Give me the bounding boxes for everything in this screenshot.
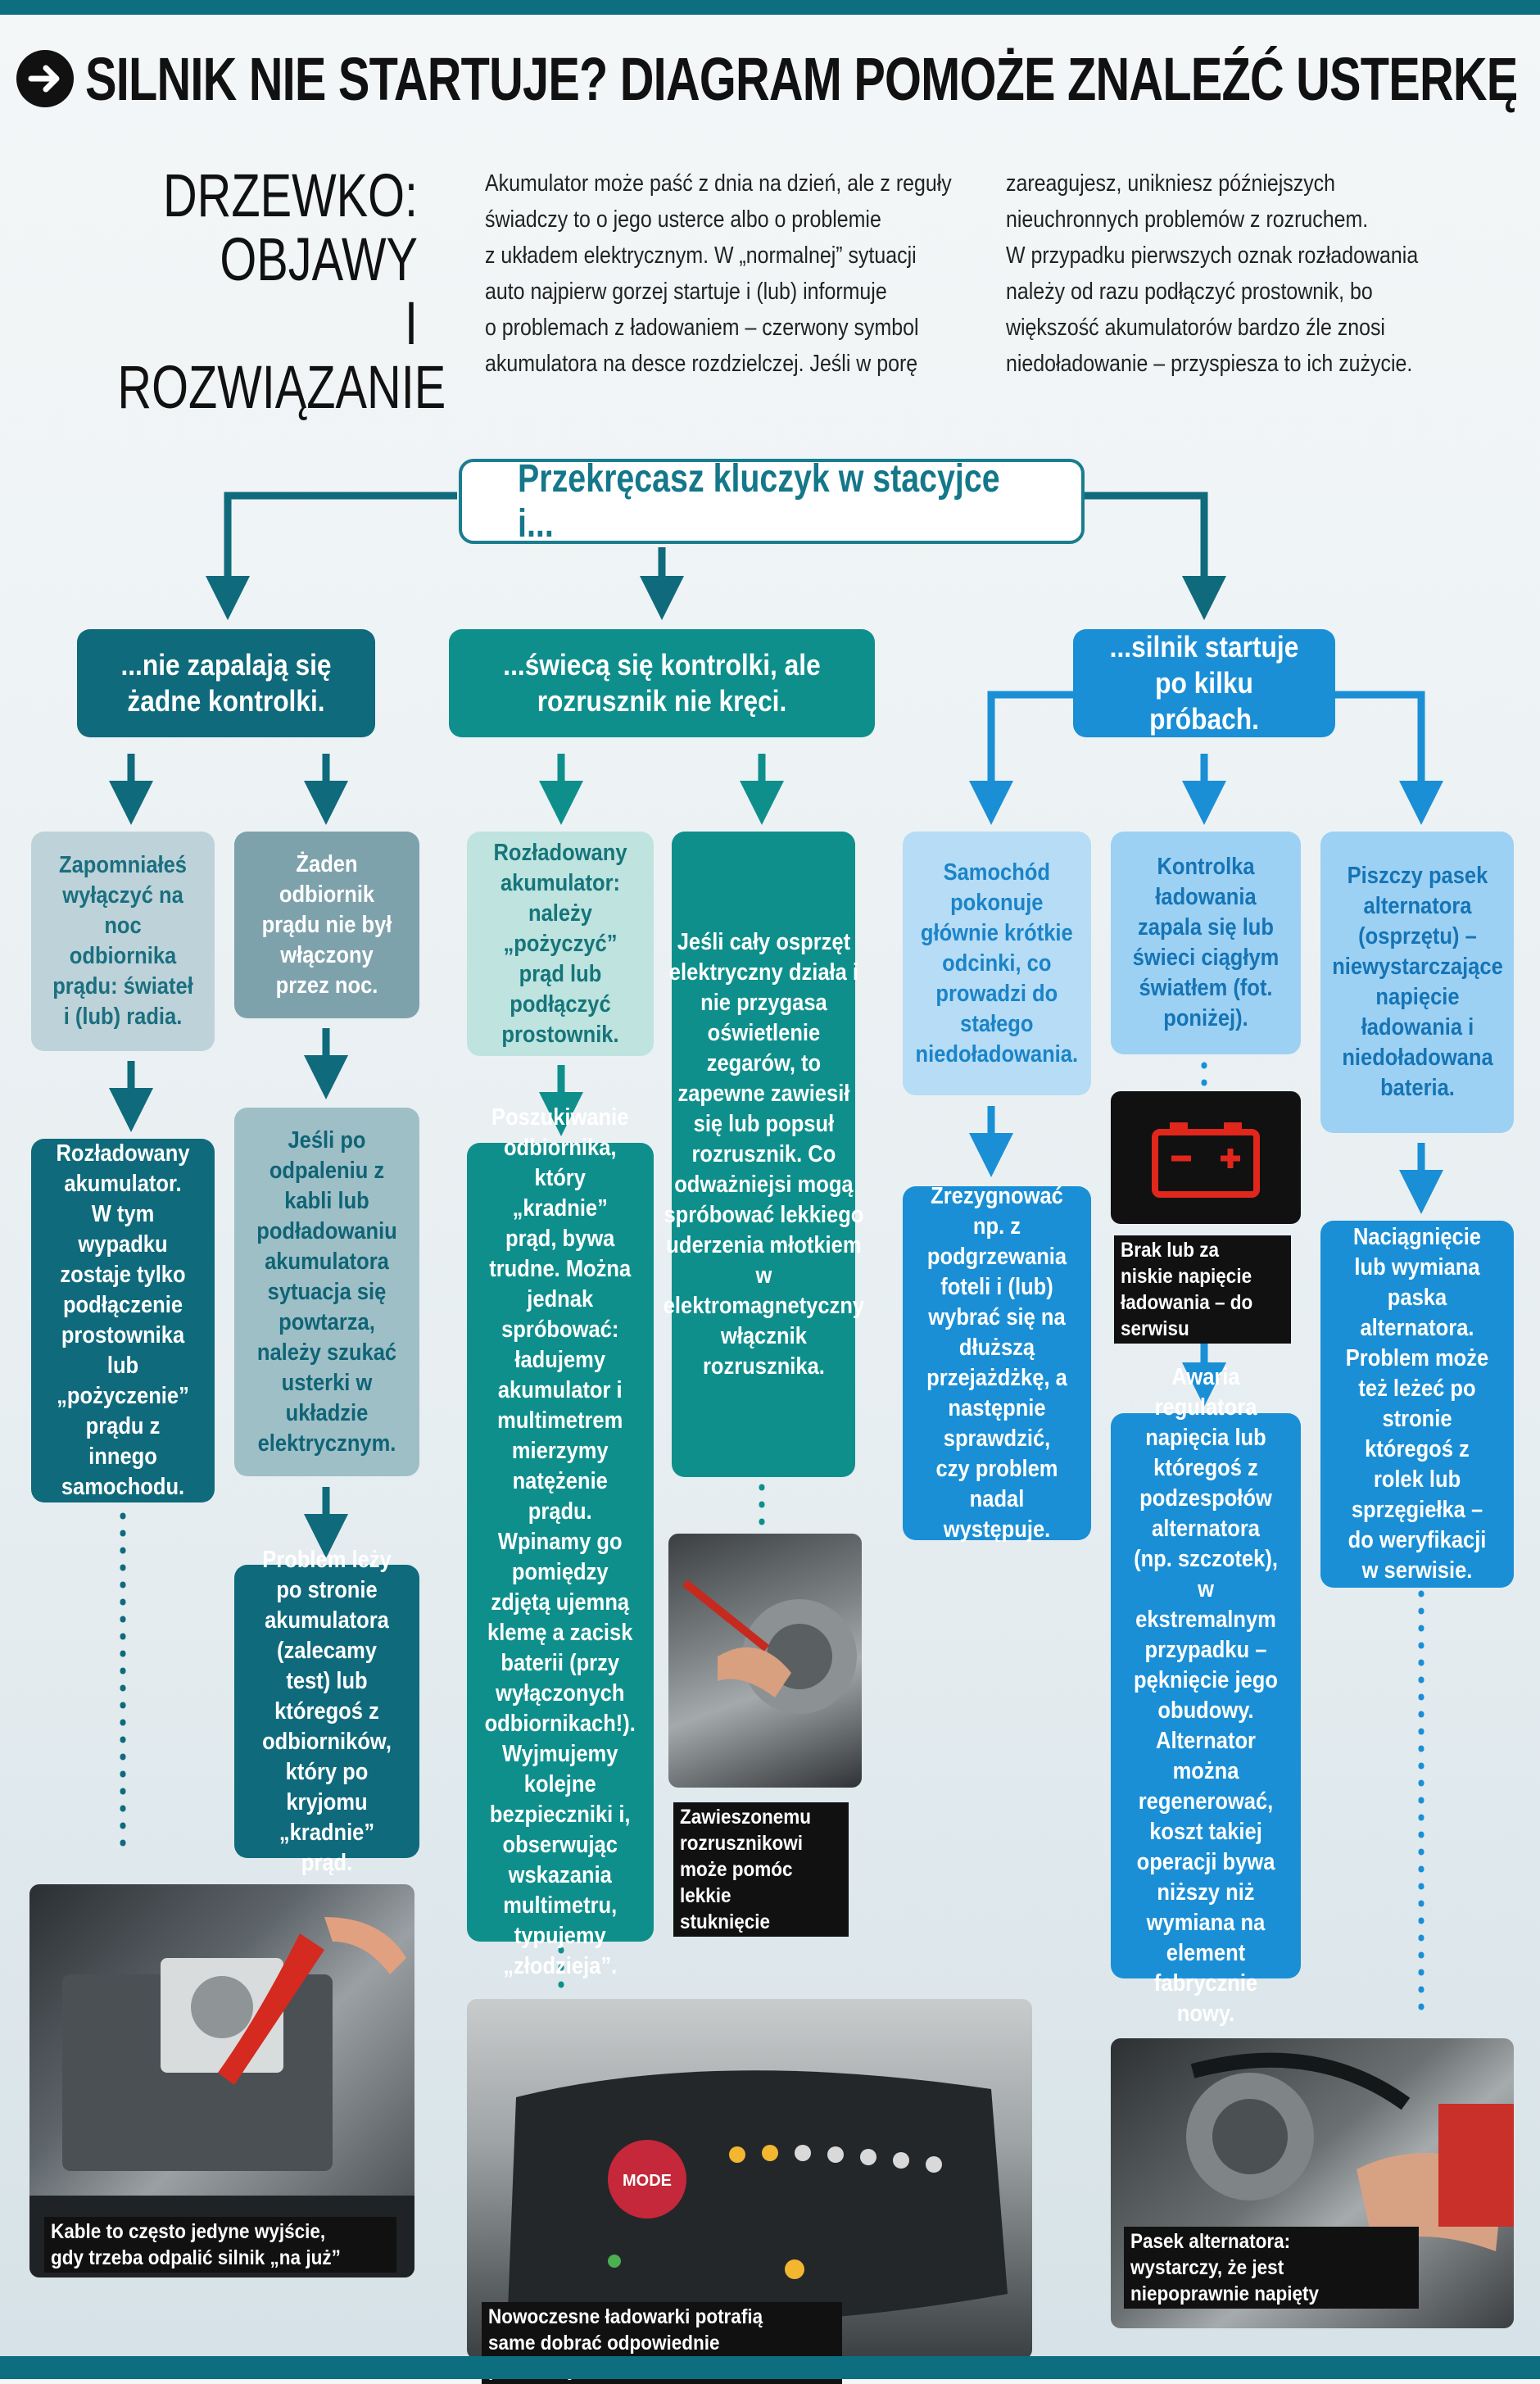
- arrow-right-icon: [16, 50, 74, 107]
- box-text: Rozładowany akumulator: należy „pożyczyć…: [493, 839, 627, 1048]
- result-regulator-failure: Awaria regulatora napięcia lub któregoś …: [1111, 1364, 1301, 2027]
- caption-belt: Pasek alternatora: wystarczy, że jest ni…: [1124, 2227, 1419, 2309]
- intro-line: Akumulator może paść z dnia na dzień, al…: [485, 170, 952, 197]
- flow-start-label: Przekręcasz kluczyk w stacyjce i...: [518, 457, 1000, 546]
- photo-battery-charger: MODE: [467, 1999, 1032, 2359]
- step-electrical-fault: Jeśli po odpaleniu z kabli lub podładowa…: [234, 1108, 419, 1476]
- caption-text: Zawieszonemu rozrusznikowi może pomóc le…: [680, 1806, 812, 1933]
- intro-line: o problemach z ładowaniem – czerwony sym…: [485, 315, 919, 341]
- intro-line: świadczy to o jego usterce albo o proble…: [485, 206, 881, 233]
- box-text: Zrezygnować np. z podgrzewania foteli i …: [926, 1183, 1067, 1543]
- page-header: SILNIK NIE STARTUJE? DIAGRAM POMOŻE ZNAL…: [16, 29, 1540, 128]
- branch-label: ...silnik startuje po kilku próbach.: [1109, 630, 1299, 736]
- intro-column-1: Akumulator może paść z dnia na dzień, al…: [485, 165, 964, 382]
- branch-label: ...nie zapalają się żadne kontrolki.: [120, 648, 332, 718]
- caption-charging-voltage: Brak lub za niskie napięcie ładowania – …: [1114, 1235, 1291, 1344]
- subtitle-line: DRZEWKO: OBJAWY: [162, 161, 418, 293]
- bottom-accent-bar: [0, 2356, 1540, 2379]
- box-text: Awaria regulatora napięcia lub któregoś …: [1134, 1364, 1278, 2027]
- cause-belt-squeal: Piszczy pasek alternatora (osprzętu) – n…: [1320, 832, 1514, 1133]
- branch-no-lights: ...nie zapalają się żadne kontrolki.: [77, 629, 375, 737]
- cause-no-receiver-on: Żaden odbiornik prądu nie był włączony p…: [234, 832, 419, 1018]
- result-find-current-thief: Poszukiwanie odbiornika, który „kradnie”…: [467, 1104, 654, 1979]
- intro-column-2: zareagujesz, unikniesz późniejszych nieu…: [1006, 165, 1456, 382]
- battery-warning-light-photo: [1111, 1091, 1301, 1224]
- battery-warning-icon: [1152, 1122, 1260, 1198]
- cause-lights-left-on: Zapomniałeś wyłączyć na noc odbiornika p…: [31, 832, 215, 1051]
- branch-starts-after-tries: ...silnik startuje po kilku próbach.: [1073, 629, 1335, 737]
- page-title: SILNIK NIE STARTUJE? DIAGRAM POMOŻE ZNAL…: [85, 44, 1518, 113]
- branch-label: ...świecą się kontrolki, ale rozrusznik …: [503, 648, 821, 718]
- photo-starter: [668, 1534, 862, 1788]
- intro-line: zareagujesz, unikniesz późniejszych: [1006, 170, 1336, 197]
- intro-line: auto najpierw gorzej startuje i (lub) in…: [485, 279, 887, 305]
- cause-short-trips: Samochód pokonuje głównie krótkie odcink…: [903, 832, 1091, 1095]
- intro-line: W przypadku pierwszych oznak rozładowani…: [1006, 242, 1419, 269]
- intro-line: z układem elektrycznym. W „normalnej” sy…: [485, 242, 917, 269]
- intro-line: nieuchronnych problemów z rozruchem.: [1006, 206, 1369, 233]
- result-discharged-battery: Rozładowany akumulator. W tym wypadku zo…: [31, 1139, 215, 1502]
- box-text: Piszczy pasek alternatora (osprzętu) – n…: [1331, 863, 1503, 1101]
- box-text: Problem leży po stronie akumulatora (zal…: [262, 1546, 392, 1876]
- caption-text: Brak lub za niskie napięcie ładowania – …: [1121, 1239, 1253, 1340]
- caption-cables: Kable to często jedyne wyjście, gdy trze…: [44, 2217, 396, 2273]
- section-subtitle: DRZEWKO: OBJAWY I ROZWIĄZANIE: [117, 161, 446, 421]
- cause-discharged-battery: Rozładowany akumulator: należy „pożyczyć…: [467, 832, 654, 1056]
- box-text: Rozładowany akumulator. W tym wypadku zo…: [56, 1140, 190, 1500]
- intro-line: większość akumulatorów bardzo źle znosi: [1006, 315, 1385, 341]
- result-belt-tension: Naciągnięcie lub wymiana paska alternato…: [1320, 1221, 1514, 1588]
- box-text: Zapomniałeś wyłączyć na noc odbiornika p…: [52, 852, 193, 1030]
- intro-line: niedoładowanie – przyspiesza to ich zuży…: [1006, 351, 1413, 377]
- intro-line: akumulatora na desce rozdzielczej. Jeśli…: [485, 351, 918, 377]
- photo-jumper-cables: [29, 1884, 414, 2277]
- box-text: Jeśli po odpaleniu z kabli lub podładowa…: [256, 1126, 397, 1457]
- intro-line: należy od razu podłączyć prostownik, bo: [1006, 279, 1373, 305]
- caption-starter: Zawieszonemu rozrusznikowi może pomóc le…: [673, 1802, 849, 1937]
- result-longer-drive: Zrezygnować np. z podgrzewania foteli i …: [903, 1183, 1091, 1543]
- box-text: Kontrolka ładowania zapala się lub świec…: [1132, 854, 1280, 1031]
- box-text: Naciągnięcie lub wymiana paska alternato…: [1345, 1224, 1489, 1584]
- branch-lights-no-crank: ...świecą się kontrolki, ale rozrusznik …: [449, 629, 875, 737]
- box-text: Poszukiwanie odbiornika, który „kradnie”…: [484, 1104, 636, 1979]
- flow-start-box: Przekręcasz kluczyk w stacyjce i...: [459, 457, 1085, 546]
- box-text: Żaden odbiornik prądu nie był włączony p…: [261, 850, 392, 999]
- box-text: Jeśli cały osprzęt elektryczny działa i …: [663, 928, 864, 1380]
- caption-text: Pasek alternatora: wystarczy, że jest ni…: [1130, 2230, 1320, 2305]
- cause-starter-stuck: Jeśli cały osprzęt elektryczny działa i …: [663, 832, 864, 1477]
- caption-text: Kable to często jedyne wyjście, gdy trze…: [51, 2220, 341, 2269]
- mode-button-label: MODE: [623, 2172, 672, 2190]
- top-accent-bar: [0, 0, 1540, 15]
- subtitle-line: I ROZWIĄZANIE: [117, 289, 446, 421]
- box-text: Samochód pokonuje głównie krótkie odcink…: [915, 859, 1079, 1067]
- cause-charging-light: Kontrolka ładowania zapala się lub świec…: [1111, 832, 1301, 1054]
- result-battery-or-receiver: Problem leży po stronie akumulatora (zal…: [234, 1547, 419, 1876]
